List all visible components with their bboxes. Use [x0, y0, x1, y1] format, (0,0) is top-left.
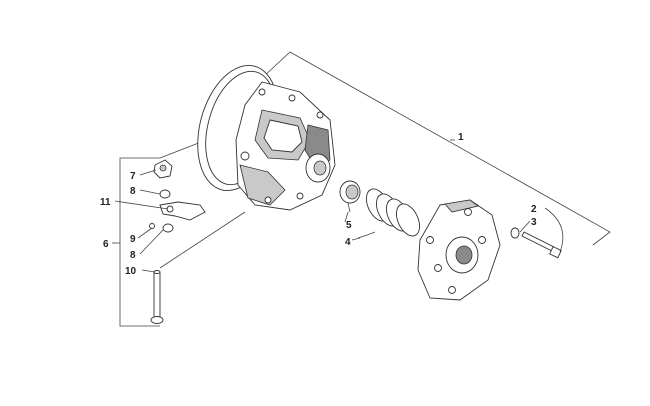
callout-3-leader	[519, 220, 531, 233]
callout-10: 10	[125, 266, 137, 277]
pin-small-part	[149, 223, 155, 229]
washer-upper-part	[159, 189, 171, 199]
long-pin-part	[150, 270, 164, 324]
bolt-part	[521, 231, 562, 259]
cover-plate	[417, 199, 501, 301]
callout-8-lower: 8	[130, 250, 136, 261]
callout-2-leader	[544, 207, 564, 253]
bushing-part	[339, 180, 361, 213]
arm-part	[159, 201, 206, 221]
assembly-bracket	[261, 51, 611, 246]
washer-lower-part	[162, 223, 174, 233]
callout-3: 3	[531, 217, 537, 228]
callout-1: 1	[458, 132, 464, 143]
callout-5-leader	[344, 211, 349, 223]
callout-9: 9	[130, 234, 136, 245]
nut-part	[153, 159, 173, 179]
callout-5: 5	[346, 220, 352, 231]
callout-7: 7	[130, 171, 136, 182]
left-leaders	[114, 169, 169, 273]
callout-6: 6	[103, 239, 109, 250]
washer-part	[510, 227, 520, 239]
spring-part	[357, 188, 421, 239]
callout-11: 11	[100, 197, 111, 208]
callout-8-upper: 8	[130, 186, 136, 197]
callout-4-leader	[351, 237, 361, 241]
drive-clutch-sheave	[197, 64, 336, 211]
callout-4: 4	[345, 237, 351, 248]
callout-2: 2	[531, 204, 537, 215]
